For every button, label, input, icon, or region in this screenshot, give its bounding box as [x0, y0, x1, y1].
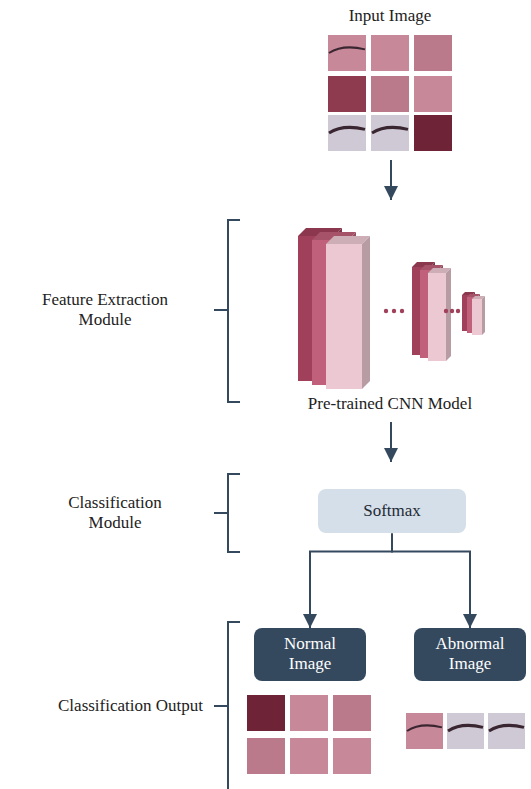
image-tile [247, 695, 285, 731]
image-tile [414, 76, 452, 112]
tile-face [328, 76, 366, 112]
image-tile [371, 76, 409, 112]
ellipsis-dot [456, 309, 460, 313]
slab-side [446, 268, 451, 361]
module-label: Classification Output [0, 696, 203, 716]
image-tile [371, 35, 409, 71]
image-tile [414, 115, 452, 151]
tile-face [333, 695, 371, 731]
tile-face [406, 713, 443, 749]
tile-face [371, 76, 409, 112]
crack [407, 725, 442, 731]
image-tile [447, 713, 484, 749]
crack [489, 725, 524, 731]
flow-connector [392, 533, 470, 628]
crack [372, 127, 408, 133]
slab-face [428, 273, 446, 361]
slab-face [472, 299, 482, 335]
image-tile [333, 738, 371, 774]
bracket [214, 474, 240, 552]
tile-face [290, 738, 328, 774]
tile-face [414, 115, 452, 151]
bracket [214, 220, 240, 402]
image-tile [328, 115, 366, 151]
tile-face [328, 115, 366, 151]
cnn-illustration [298, 228, 485, 389]
process-box: Softmax [318, 489, 466, 533]
crack [329, 47, 365, 53]
flow-arrow [390, 422, 392, 462]
crack [448, 725, 483, 731]
image-tile [247, 738, 285, 774]
tile-face [414, 35, 452, 71]
tile-face [247, 738, 285, 774]
ellipsis-dot [392, 309, 396, 313]
flow-connector [310, 533, 392, 628]
image-tile [488, 713, 525, 749]
node-text: Normal Image [284, 634, 336, 675]
tile-face [371, 35, 409, 71]
image-tile [328, 35, 366, 71]
output-box: Abnormal Image [414, 628, 526, 681]
slab-face [326, 244, 362, 389]
ellipsis-dot [400, 309, 404, 313]
image-tile [414, 35, 452, 71]
ellipsis-dot [384, 309, 388, 313]
module-label: Feature Extraction Module [15, 290, 195, 331]
image-tile [333, 695, 371, 731]
ellipsis-dot [450, 309, 454, 313]
node-text: Abnormal Image [436, 634, 505, 675]
module-label: Input Image [310, 6, 470, 26]
slab-side [362, 236, 370, 389]
image-tile [406, 713, 443, 749]
image-tile [328, 76, 366, 112]
slab-side [482, 296, 485, 335]
tile-face [290, 695, 328, 731]
tile-face [333, 738, 371, 774]
tile-face [414, 76, 452, 112]
image-tile [290, 695, 328, 731]
image-tile [371, 115, 409, 151]
module-label: Classification Module [40, 493, 190, 534]
image-tile [290, 738, 328, 774]
output-box: Normal Image [254, 628, 366, 681]
tile-face [328, 35, 366, 71]
module-label: Pre-trained CNN Model [300, 394, 480, 414]
flow-arrow [390, 160, 392, 200]
bracket [214, 622, 240, 789]
tile-face [447, 713, 484, 749]
image-tiles [247, 35, 525, 774]
tile-face [371, 115, 409, 151]
ellipsis-dot [444, 309, 448, 313]
crack [329, 127, 365, 133]
node-text: Softmax [363, 501, 421, 521]
tile-face [488, 713, 525, 749]
tile-face [247, 695, 285, 731]
